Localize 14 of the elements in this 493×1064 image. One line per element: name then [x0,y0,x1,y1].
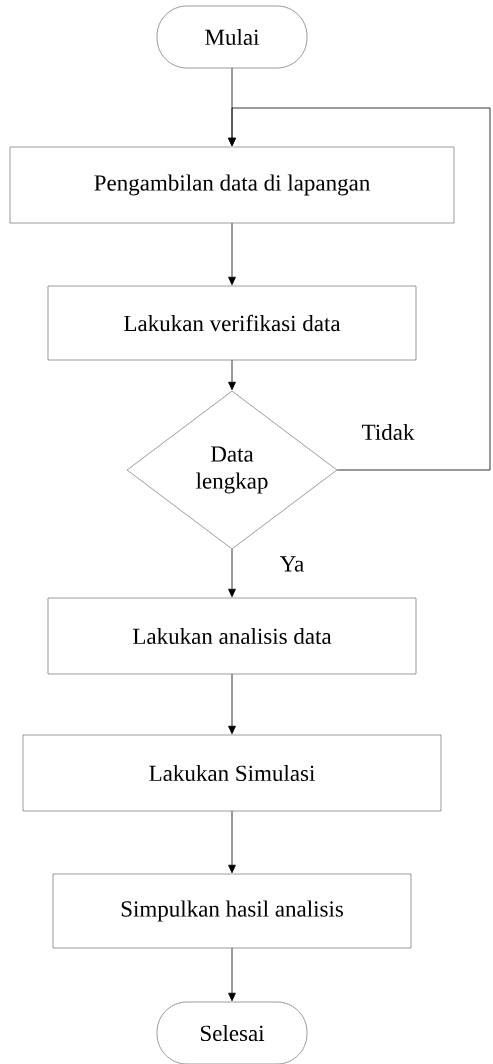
arrow [228,673,236,735]
arrow [228,548,236,598]
arrow [228,222,236,286]
edge-label: Ya [278,555,306,573]
arrow [228,947,236,1002]
process-box: Lakukan analisis data [47,597,417,675]
arrow [228,107,491,471]
process-box: Pengambilan data di lapangan [9,146,455,224]
arrow [228,810,236,874]
arrow [228,359,236,391]
process-box: Lakukan verifikasi data [47,285,417,361]
process-box: Lakukan Simulasi [22,734,442,812]
edge-label: Tidak [360,422,416,442]
process-box: Simpulkan hasil analisis [52,873,412,949]
